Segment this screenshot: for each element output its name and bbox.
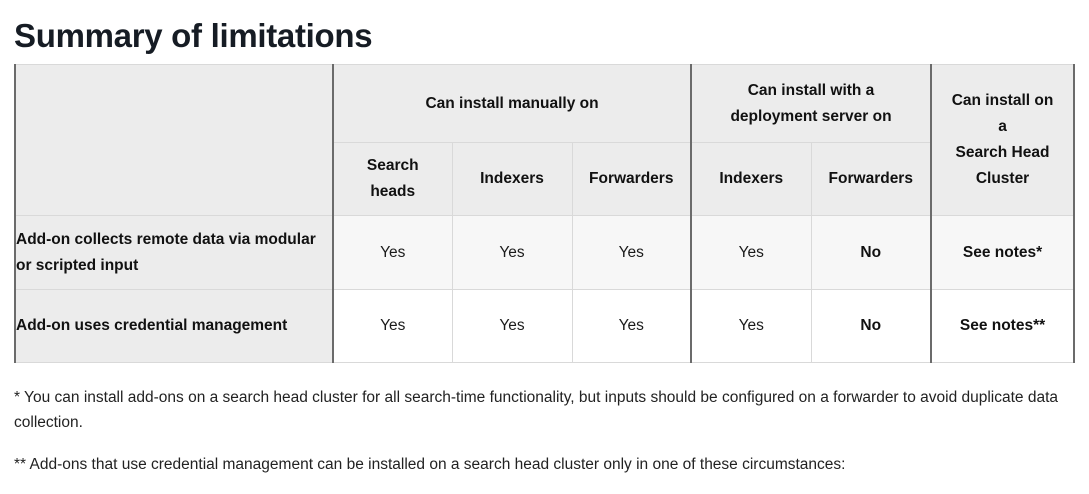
header-sub-search-heads: Search heads xyxy=(332,142,453,216)
table-body: Add-on collects remote data via modular … xyxy=(14,215,1075,363)
header-group-install-manually: Can install manually on xyxy=(332,64,692,143)
cell-r1-search-heads-manual: Yes xyxy=(332,289,453,363)
header-search-head-cluster: Can install on a Search Head Cluster xyxy=(930,64,1075,216)
cell-r1-search-head-cluster: See notes** xyxy=(930,289,1075,363)
cell-r1-forwarders-deployment: No xyxy=(810,289,932,363)
page-title: Summary of limitations xyxy=(14,17,373,54)
table-row: Add-on uses credential management Yes Ye… xyxy=(14,289,1075,363)
header-sub-search-heads-line1: Search xyxy=(366,157,419,174)
cell-r0-forwarders-manual: Yes xyxy=(571,215,692,290)
header-group-deployment-server-line1: Can install with a xyxy=(747,81,875,99)
cell-r1-indexers-manual: Yes xyxy=(451,289,573,363)
header-group-deployment-server-line2: deployment server on xyxy=(730,107,892,125)
cell-r0-indexers-deployment: Yes xyxy=(690,215,812,290)
header-search-head-cluster-line1: Can install on xyxy=(951,92,1054,109)
row-label-modular-scripted-input: Add-on collects remote data via modular … xyxy=(14,215,334,290)
header-search-head-cluster-line4: Cluster xyxy=(975,170,1030,187)
header-group-deployment-server: Can install with a deployment server on xyxy=(689,64,932,143)
header-corner-blank xyxy=(14,64,334,216)
cell-r1-indexers-deployment: Yes xyxy=(690,289,812,363)
footnotes: * You can install add-ons on a search he… xyxy=(14,385,1075,477)
header-sub-indexers-deployment: Indexers xyxy=(690,142,812,216)
header-sub-forwarders-deployment: Forwarders xyxy=(810,142,932,216)
header-sub-search-heads-line2: heads xyxy=(370,183,416,200)
limitations-table-wrapper: Can install manually on Can install with… xyxy=(14,64,1076,363)
header-search-head-cluster-line3: Search Head xyxy=(955,144,1050,161)
cell-r0-indexers-manual: Yes xyxy=(451,215,573,290)
header-search-head-cluster-line2: a xyxy=(998,118,1007,135)
header-sub-forwarders-manual: Forwarders xyxy=(571,142,692,216)
cell-r0-forwarders-deployment: No xyxy=(810,215,932,290)
summary-of-limitations-table: Can install manually on Can install with… xyxy=(14,64,1076,363)
cell-r0-search-head-cluster: See notes* xyxy=(930,215,1075,290)
row-label-credential-management: Add-on uses credential management xyxy=(14,289,334,363)
header-group-row: Can install manually on Can install with… xyxy=(14,64,1075,216)
table-row: Add-on collects remote data via modular … xyxy=(14,215,1075,290)
footnote-single-asterisk: * You can install add-ons on a search he… xyxy=(14,389,1059,431)
cell-r1-forwarders-manual: Yes xyxy=(571,289,692,363)
header-sub-indexers-manual: Indexers xyxy=(451,142,573,216)
table-head: Can install manually on Can install with… xyxy=(14,64,1075,216)
cell-r0-search-heads-manual: Yes xyxy=(332,215,453,290)
header-sub-row: Search heads Indexers Forwarders Indexer… xyxy=(15,142,1074,216)
footnote-double-asterisk: ** Add-ons that use credential managemen… xyxy=(14,456,846,473)
